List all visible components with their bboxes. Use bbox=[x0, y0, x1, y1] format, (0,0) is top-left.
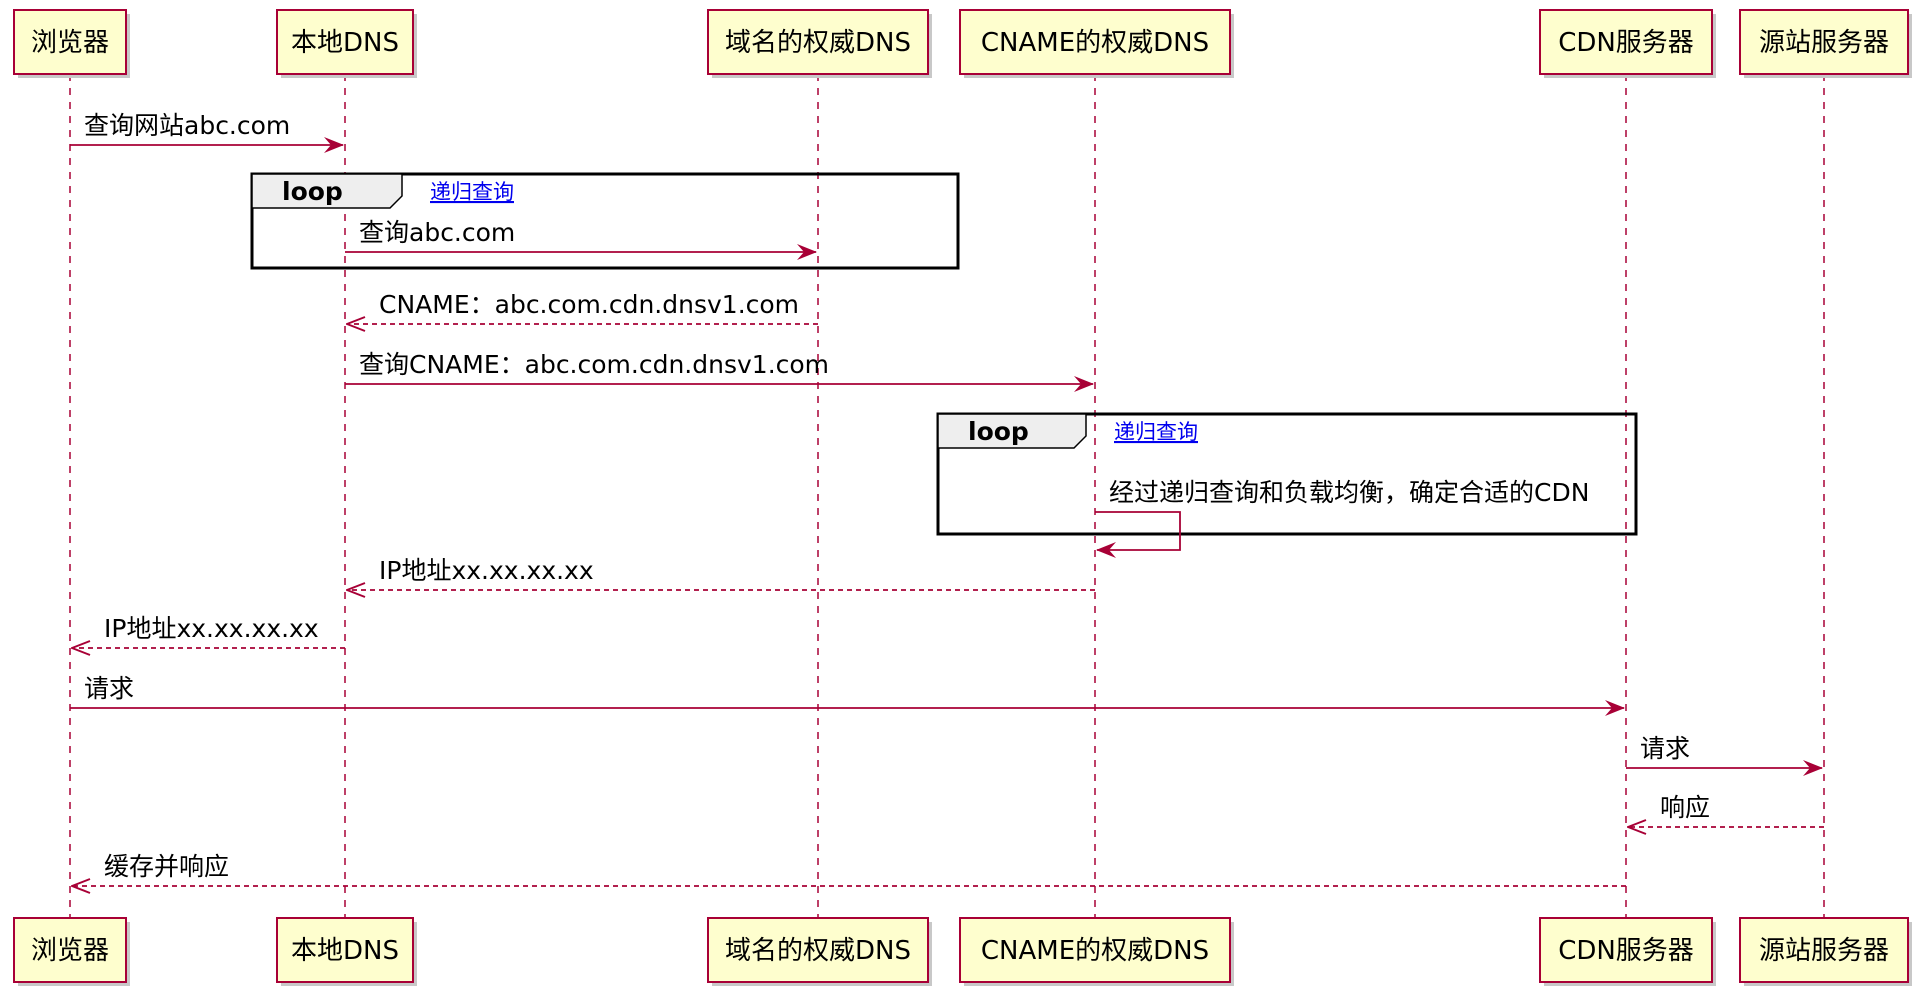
message-label: IP地址xx.xx.xx.xx bbox=[379, 556, 594, 585]
message-label: 查询abc.com bbox=[359, 218, 515, 247]
actor-box bbox=[707, 9, 929, 75]
participant-0-top: 浏览器 bbox=[13, 9, 130, 78]
message-6: IP地址xx.xx.xx.xx bbox=[72, 614, 345, 648]
loop-tab bbox=[251, 173, 403, 209]
actor-box bbox=[1739, 917, 1909, 983]
participant-label: CNAME的权威DNS bbox=[981, 28, 1209, 58]
participant-0-bottom: 浏览器 bbox=[13, 917, 130, 986]
participant-4-top: CDN服务器 bbox=[1539, 9, 1716, 78]
participant-1-bottom: 本地DNS bbox=[276, 917, 417, 986]
message-2: CNAME：abc.com.cdn.dnsv1.com bbox=[347, 290, 818, 324]
message-0: 查询网站abc.com bbox=[70, 111, 344, 153]
actor-box bbox=[13, 9, 127, 75]
loop-tab bbox=[937, 413, 1087, 449]
participant-label: 本地DNS bbox=[291, 936, 399, 966]
participants: 浏览器浏览器本地DNS本地DNS域名的权威DNS域名的权威DNSCNAME的权威… bbox=[13, 9, 1912, 986]
message-label: 经过递归查询和负载均衡，确定合适的CDN bbox=[1109, 478, 1589, 507]
participant-label: CDN服务器 bbox=[1558, 28, 1694, 58]
actor-box bbox=[1539, 9, 1713, 75]
message-5: IP地址xx.xx.xx.xx bbox=[347, 556, 1095, 590]
participant-label: 域名的权威DNS bbox=[725, 936, 911, 966]
loop-frame bbox=[250, 172, 960, 270]
participant-2-top: 域名的权威DNS bbox=[707, 9, 932, 78]
message-4: 经过递归查询和负载均衡，确定合适的CDN bbox=[1095, 478, 1589, 558]
loop-fragment-0: loop 递归查询 bbox=[250, 172, 960, 270]
participant-label: 域名的权威DNS bbox=[725, 28, 911, 58]
participant-5-bottom: 源站服务器 bbox=[1739, 917, 1912, 986]
actor-box bbox=[13, 917, 127, 983]
participant-5-top: 源站服务器 bbox=[1739, 9, 1912, 78]
loop-fragment-1: loop 递归查询 bbox=[936, 412, 1638, 536]
message-label: IP地址xx.xx.xx.xx bbox=[104, 614, 319, 643]
participant-label: 浏览器 bbox=[31, 28, 109, 58]
actor-box bbox=[959, 9, 1231, 75]
message-9: 响应 bbox=[1628, 793, 1824, 827]
participant-label: 源站服务器 bbox=[1759, 936, 1889, 966]
loop-fragments: loop 递归查询 loop 递归查询 bbox=[250, 172, 1638, 536]
actor-box bbox=[959, 917, 1231, 983]
message-label: 响应 bbox=[1660, 793, 1710, 822]
loop-title: loop bbox=[968, 417, 1029, 446]
message-label: 请求 bbox=[84, 674, 134, 703]
actor-box bbox=[276, 917, 414, 983]
participant-label: 源站服务器 bbox=[1759, 28, 1889, 58]
message-arrow bbox=[1095, 511, 1181, 558]
actor-box bbox=[1539, 917, 1713, 983]
messages: 查询网站abc.com 查询abc.comCNAME：abc.com.cdn.dn… bbox=[70, 111, 1824, 886]
participant-label: CDN服务器 bbox=[1558, 936, 1694, 966]
message-10: 缓存并响应 bbox=[72, 852, 1626, 886]
participant-label: CNAME的权威DNS bbox=[981, 936, 1209, 966]
message-label: CNAME：abc.com.cdn.dnsv1.com bbox=[379, 290, 799, 319]
participant-1-top: 本地DNS bbox=[276, 9, 417, 78]
loop-condition-link[interactable]: 递归查询 bbox=[430, 180, 514, 204]
message-label: 请求 bbox=[1640, 734, 1690, 763]
message-3: 查询CNAME：abc.com.cdn.dnsv1.com bbox=[345, 350, 1094, 392]
message-label: 缓存并响应 bbox=[104, 852, 229, 881]
lifelines bbox=[69, 74, 1825, 918]
participant-4-bottom: CDN服务器 bbox=[1539, 917, 1716, 986]
participant-label: 本地DNS bbox=[291, 28, 399, 58]
loop-frame bbox=[936, 412, 1638, 536]
message-8: 请求 bbox=[1626, 734, 1823, 776]
participant-2-bottom: 域名的权威DNS bbox=[707, 917, 932, 986]
actor-box bbox=[276, 9, 414, 75]
loop-condition-link[interactable]: 递归查询 bbox=[1114, 420, 1198, 444]
actor-box bbox=[707, 917, 929, 983]
message-7: 请求 bbox=[70, 674, 1625, 716]
message-1: 查询abc.com bbox=[345, 218, 817, 260]
actor-box bbox=[1739, 9, 1909, 75]
participant-3-bottom: CNAME的权威DNS bbox=[959, 917, 1234, 986]
participant-label: 浏览器 bbox=[31, 936, 109, 966]
message-label: 查询网站abc.com bbox=[84, 111, 290, 140]
participant-3-top: CNAME的权威DNS bbox=[959, 9, 1234, 78]
message-label: 查询CNAME：abc.com.cdn.dnsv1.com bbox=[359, 350, 829, 379]
loop-title: loop bbox=[282, 177, 343, 206]
